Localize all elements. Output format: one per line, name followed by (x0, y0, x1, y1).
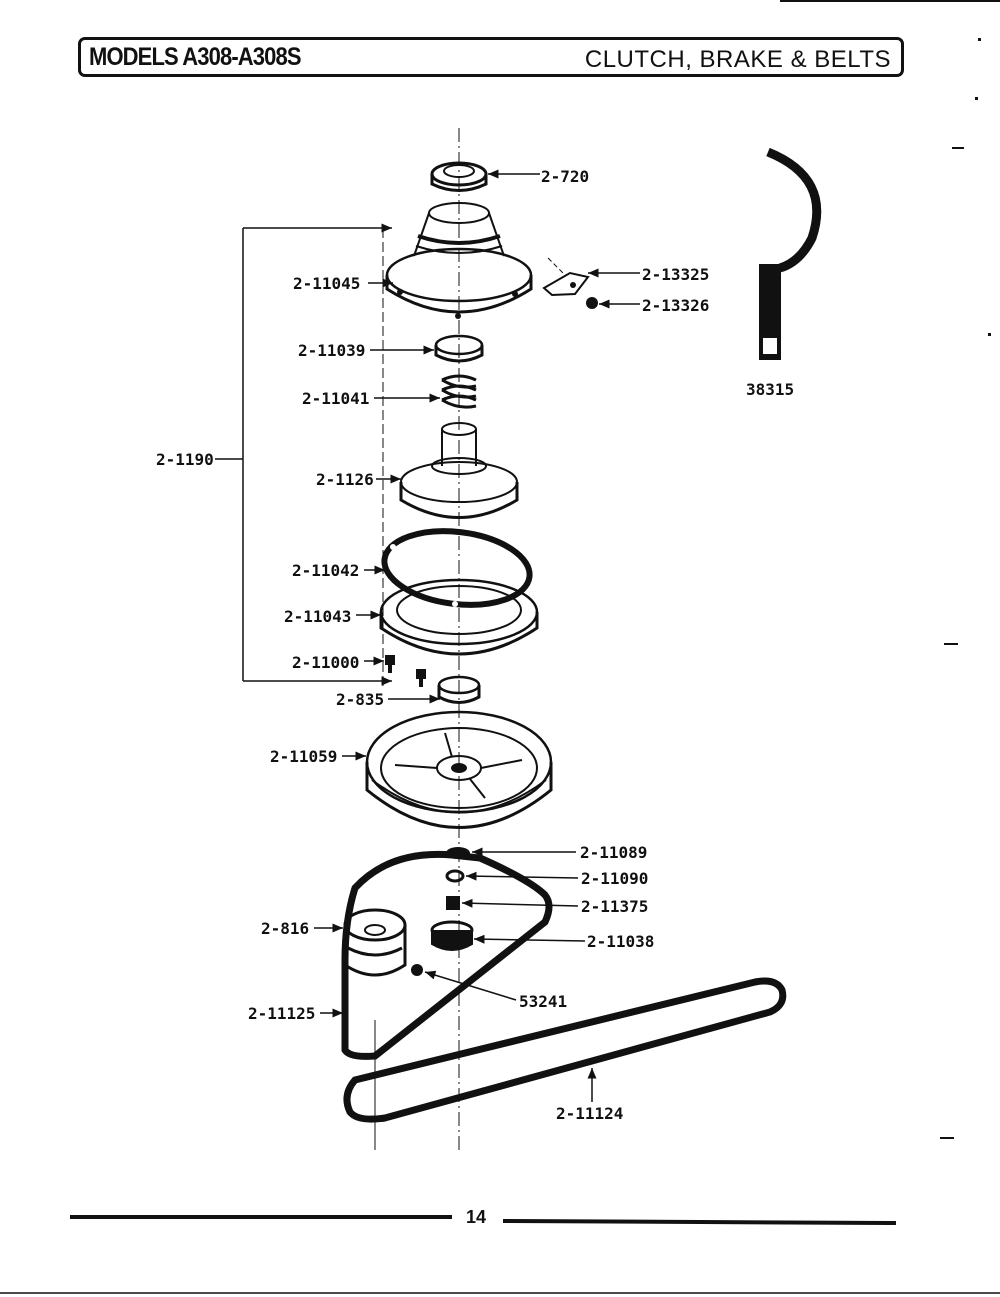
label-2-11045: 2-11045 (293, 274, 360, 293)
washer-2-11090 (445, 869, 465, 883)
belt-2-11124 (343, 977, 787, 1123)
brake-lever-2-13325 (542, 257, 590, 297)
label-2-11038: 2-11038 (587, 932, 654, 951)
clutch-drum-2-1126 (399, 422, 519, 519)
margin-marks (940, 38, 991, 1139)
page-header: MODELS A308-A308S CLUTCH, BRAKE & BELTS (78, 37, 904, 77)
models-title: MODELS A308-A308S (89, 43, 302, 71)
label-38315: 38315 (746, 380, 794, 399)
assembly-bracket-2-1190 (215, 223, 392, 686)
label-2-11059: 2-11059 (270, 747, 337, 766)
label-2-11043: 2-11043 (284, 607, 351, 626)
drive-pulley-2-11059 (365, 710, 553, 829)
gasket-2-11042 (381, 528, 533, 608)
label-2-1126: 2-1126 (316, 470, 374, 489)
bolts-2-11000 (385, 655, 426, 687)
label-2-11000: 2-11000 (292, 653, 359, 672)
label-2-11042: 2-11042 (292, 561, 359, 580)
label-53241: 53241 (519, 992, 567, 1011)
spring-2-11041 (441, 374, 477, 409)
label-2-11041: 2-11041 (302, 389, 369, 408)
label-2-11125: 2-11125 (248, 1004, 315, 1023)
brake-band-38315 (759, 147, 822, 360)
clutch-housing-2-11045 (385, 202, 533, 319)
label-2-11090: 2-11090 (581, 869, 648, 888)
bearing-2-720 (430, 161, 488, 192)
label-2-13326: 2-13326 (642, 296, 709, 315)
footer-rule-right (502, 1219, 897, 1225)
label-2-1190: 2-1190 (156, 450, 214, 469)
screw-2-13326 (586, 297, 598, 309)
belt-2-11125 (341, 850, 553, 1060)
label-2-720: 2-720 (541, 167, 589, 186)
label-2-835: 2-835 (336, 690, 384, 709)
top-edge-rule (780, 0, 1000, 2)
label-2-11124: 2-11124 (556, 1104, 623, 1123)
page-number: 14 (466, 1207, 487, 1227)
label-2-11375: 2-11375 (581, 897, 648, 916)
set-screw-53241 (411, 964, 423, 976)
section-title: CLUTCH, BRAKE & BELTS (584, 46, 891, 73)
leader-lines (314, 169, 640, 1102)
motor-pulley-2-11038 (430, 920, 474, 951)
label-2-11089: 2-11089 (580, 843, 647, 862)
label-2-11039: 2-11039 (298, 341, 365, 360)
label-2-13325: 2-13325 (642, 265, 709, 284)
nut-2-11375 (446, 896, 460, 910)
label-2-816: 2-816 (261, 919, 309, 938)
pump-pulley-2-816 (343, 908, 407, 977)
brake-ring-2-11043 (379, 578, 539, 656)
bushing-2-11039 (434, 334, 484, 363)
